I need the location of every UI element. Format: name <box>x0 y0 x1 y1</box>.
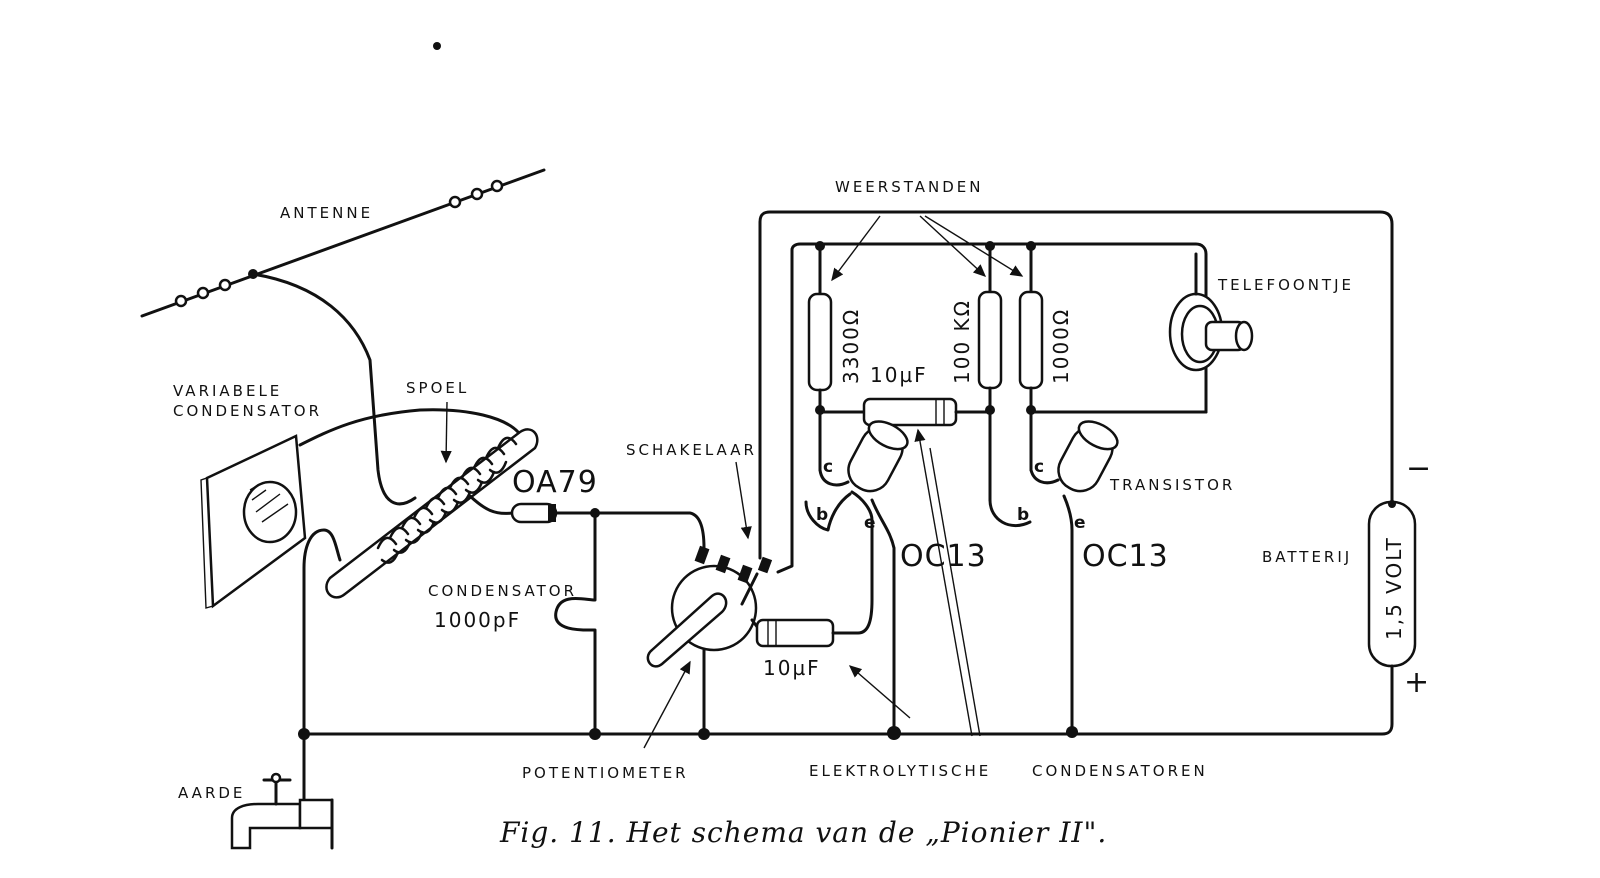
junction-ground-4 <box>887 726 901 740</box>
pin-c2: c <box>1034 457 1044 477</box>
label-plus: + <box>1404 665 1430 700</box>
diode-oa79 <box>510 502 558 524</box>
label-telefoontje: TELEFOONTJE <box>1217 276 1354 294</box>
label-oa79: OA79 <box>512 465 598 500</box>
earth-tap <box>230 772 334 850</box>
label-10uf-top: 10µF <box>870 363 928 387</box>
label-elektrolytische: ELEKTROLYTISCHE <box>809 762 991 780</box>
diode-to-switch-wire <box>593 511 706 550</box>
bottom-cap-arrow <box>848 665 911 719</box>
junction-ground-1 <box>298 728 310 740</box>
label-10uf-bottom: 10µF <box>763 656 821 680</box>
label-aarde: AARDE <box>178 784 245 802</box>
antenna-wire <box>140 168 546 318</box>
switch-to-inner-rail <box>776 242 1208 574</box>
emitter1-wire <box>870 498 896 737</box>
label-volt: 1,5 VOLT <box>1382 536 1406 640</box>
label-condensator: CONDENSATOR <box>428 582 577 600</box>
earphone <box>1168 292 1254 372</box>
weerstanden-arrows <box>831 215 1024 282</box>
coil-to-diode-wire <box>468 494 514 515</box>
label-weerstanden: WEERSTANDEN <box>835 178 983 196</box>
spoel-arrow <box>440 401 452 464</box>
top-cap-arrow <box>914 428 973 737</box>
varcap-ground-wire <box>302 528 342 814</box>
label-batterij: BATTERIJ <box>1262 548 1352 566</box>
varcap-to-coil-wire <box>298 408 520 447</box>
battery <box>1367 500 1417 702</box>
speck <box>433 42 441 50</box>
capacitor-to-base1-wire <box>831 490 874 635</box>
label-1000: 1000Ω <box>1049 308 1073 384</box>
pin-e2: e <box>1074 513 1086 533</box>
label-condensator-var: CONDENSATOR <box>173 402 322 420</box>
transistor-oc13-right <box>988 410 1119 737</box>
label-minus: − <box>1406 451 1432 486</box>
label-transistor: TRANSISTOR <box>1109 476 1235 494</box>
label-antenne: ANTENNE <box>280 204 373 222</box>
cap-arrow-2 <box>929 447 981 737</box>
label-oc13-right: OC13 <box>1082 539 1169 574</box>
resistors <box>807 241 1044 415</box>
schakelaar-arrow <box>735 461 752 540</box>
label-schakelaar: SCHAKELAAR <box>626 441 757 459</box>
junction-ground-2 <box>589 728 601 740</box>
label-oc13-left: OC13 <box>900 539 987 574</box>
pin-b1: b <box>816 505 828 525</box>
battery-ground-wire <box>302 698 1394 736</box>
transistor-oc13-left <box>804 410 909 532</box>
electrolytic-capacitor-bottom <box>755 618 835 648</box>
junction-ground-5 <box>1066 726 1078 738</box>
label-spoel: SPOEL <box>406 379 469 397</box>
label-variabele: VARIABELE <box>173 382 282 400</box>
antenna-lead <box>251 272 417 506</box>
label-potentiometer: POTENTIOMETER <box>522 764 689 782</box>
coil <box>325 428 539 599</box>
label-100k: 100 KΩ <box>950 299 974 384</box>
pin-b2: b <box>1017 505 1029 525</box>
label-3300: 3300Ω <box>839 308 863 384</box>
potentiometer-switch <box>646 545 773 668</box>
label-1000pf: 1000pF <box>434 608 521 632</box>
label-condensatoren: CONDENSATOREN <box>1032 762 1208 780</box>
capacitor-1000pf <box>554 511 597 737</box>
pin-c1: c <box>823 457 833 477</box>
pin-e1: e <box>864 513 876 533</box>
electrolytic-capacitor-top <box>818 397 992 427</box>
junction-ground-3 <box>698 728 710 740</box>
figure-caption: Fig. 11. Het schema van de „Pionier II". <box>499 816 1107 849</box>
variable-capacitor <box>200 434 307 609</box>
switch-to-top-rail <box>758 210 1394 560</box>
